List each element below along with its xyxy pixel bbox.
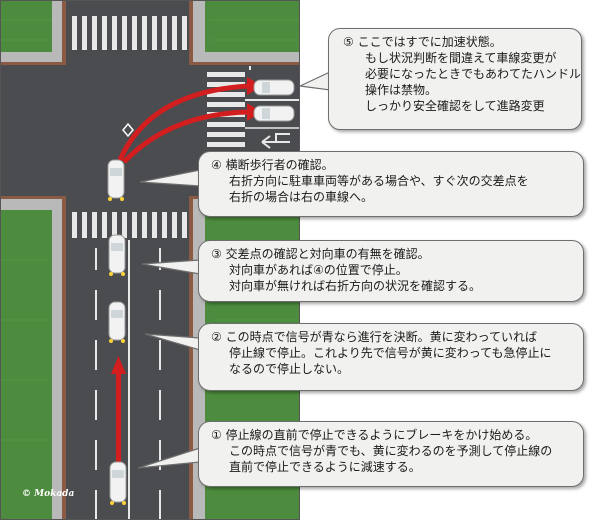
callout-text: 右折の場合は右の車線へ。: [229, 190, 374, 204]
car-position-3: [108, 234, 126, 276]
diamond-marking-icon: [122, 122, 134, 138]
grass-top-left: [0, 0, 52, 52]
callout-text: 操作は禁物。: [365, 83, 438, 97]
callout-step-4: ④ 横断歩行者の確認。 右折方向に駐車車両等がある場合や、すぐ次の交差点を 右折…: [198, 151, 584, 217]
callout-text: ⑤ ここではすでに加速状態。: [343, 35, 502, 49]
car-position-4: [107, 159, 125, 201]
callout-text: この時点で信号が青でも、黄に変わるのを予測して停止線の: [229, 444, 553, 458]
turn-arrow-marking-icon: [261, 133, 290, 149]
arrow-icon: [111, 77, 262, 466]
grass-bottom-left: [0, 210, 52, 520]
callout-step-1: ① 停止線の直前で停止できるようにブレーキをかけ始める。 この時点で信号が青でも…: [198, 421, 584, 487]
callout-leaders: [137, 71, 331, 469]
copyright-label: © Mokada: [22, 489, 75, 499]
callout-step-2: ② この時点で信号が青なら進行を決断。黄に変わっていれば 停止線で停止。これより…: [198, 323, 584, 391]
sidewalk-top-left-v: [52, 0, 64, 64]
callout-text: ② この時点で信号が青なら進行を決断。黄に変わっていれば: [211, 330, 537, 344]
callout-text: もし状況判断を間違えて車線変更が: [365, 51, 557, 65]
callout-step-5: ⑤ ここではすでに加速状態。 もし状況判断を間違えて車線変更が 必要になったとき…: [328, 28, 582, 130]
callout-text: 停止線で停止。これより先で信号が黄に変わっても急停止に: [229, 346, 552, 360]
callout-text: ④ 横断歩行者の確認。: [211, 158, 334, 172]
sidewalk-top-right: [195, 52, 300, 64]
car-position-5b: [253, 105, 295, 122]
car-icon: [107, 79, 295, 505]
crosswalk-north: [72, 16, 187, 50]
car-position-2: [108, 301, 126, 343]
lane-markings: [95, 66, 300, 520]
callout-text: ① 停止線の直前で停止できるようにブレーキをかけ始める。: [211, 428, 538, 442]
callout-text: 必要になったときでもあわてたハンドル: [365, 67, 582, 81]
callout-text: ③ 交差点の確認と対向車の有無を確認。: [211, 247, 430, 261]
sidewalk-top-right-v: [193, 0, 205, 64]
callout-text: なるので停止しない。: [229, 362, 350, 376]
sidewalk-bottom-left-v: [52, 198, 64, 520]
callout-step-3: ③ 交差点の確認と対向車の有無を確認。 対向車があれば④の位置で停止。 対向車が…: [198, 240, 584, 302]
callout-text: 直前で停止できるように減速する。: [229, 460, 421, 474]
callout-text: 対向車が無ければ右折方向の状況を確認する。: [229, 279, 482, 293]
callout-text: 右折方向に駐車車両等がある場合や、すぐ次の交差点を: [229, 174, 529, 188]
grass-top-right: [205, 0, 300, 52]
callout-text: 対向車があれば④の位置で停止。: [229, 263, 408, 277]
car-position-5a: [253, 79, 295, 96]
callout-text: しっかり安全確認をして進路変更: [365, 99, 545, 113]
sidewalk-top-left: [0, 52, 62, 64]
crosswalk-south: [72, 212, 187, 238]
sidewalk-bottom-left: [0, 198, 64, 210]
car-position-1: [109, 461, 127, 505]
